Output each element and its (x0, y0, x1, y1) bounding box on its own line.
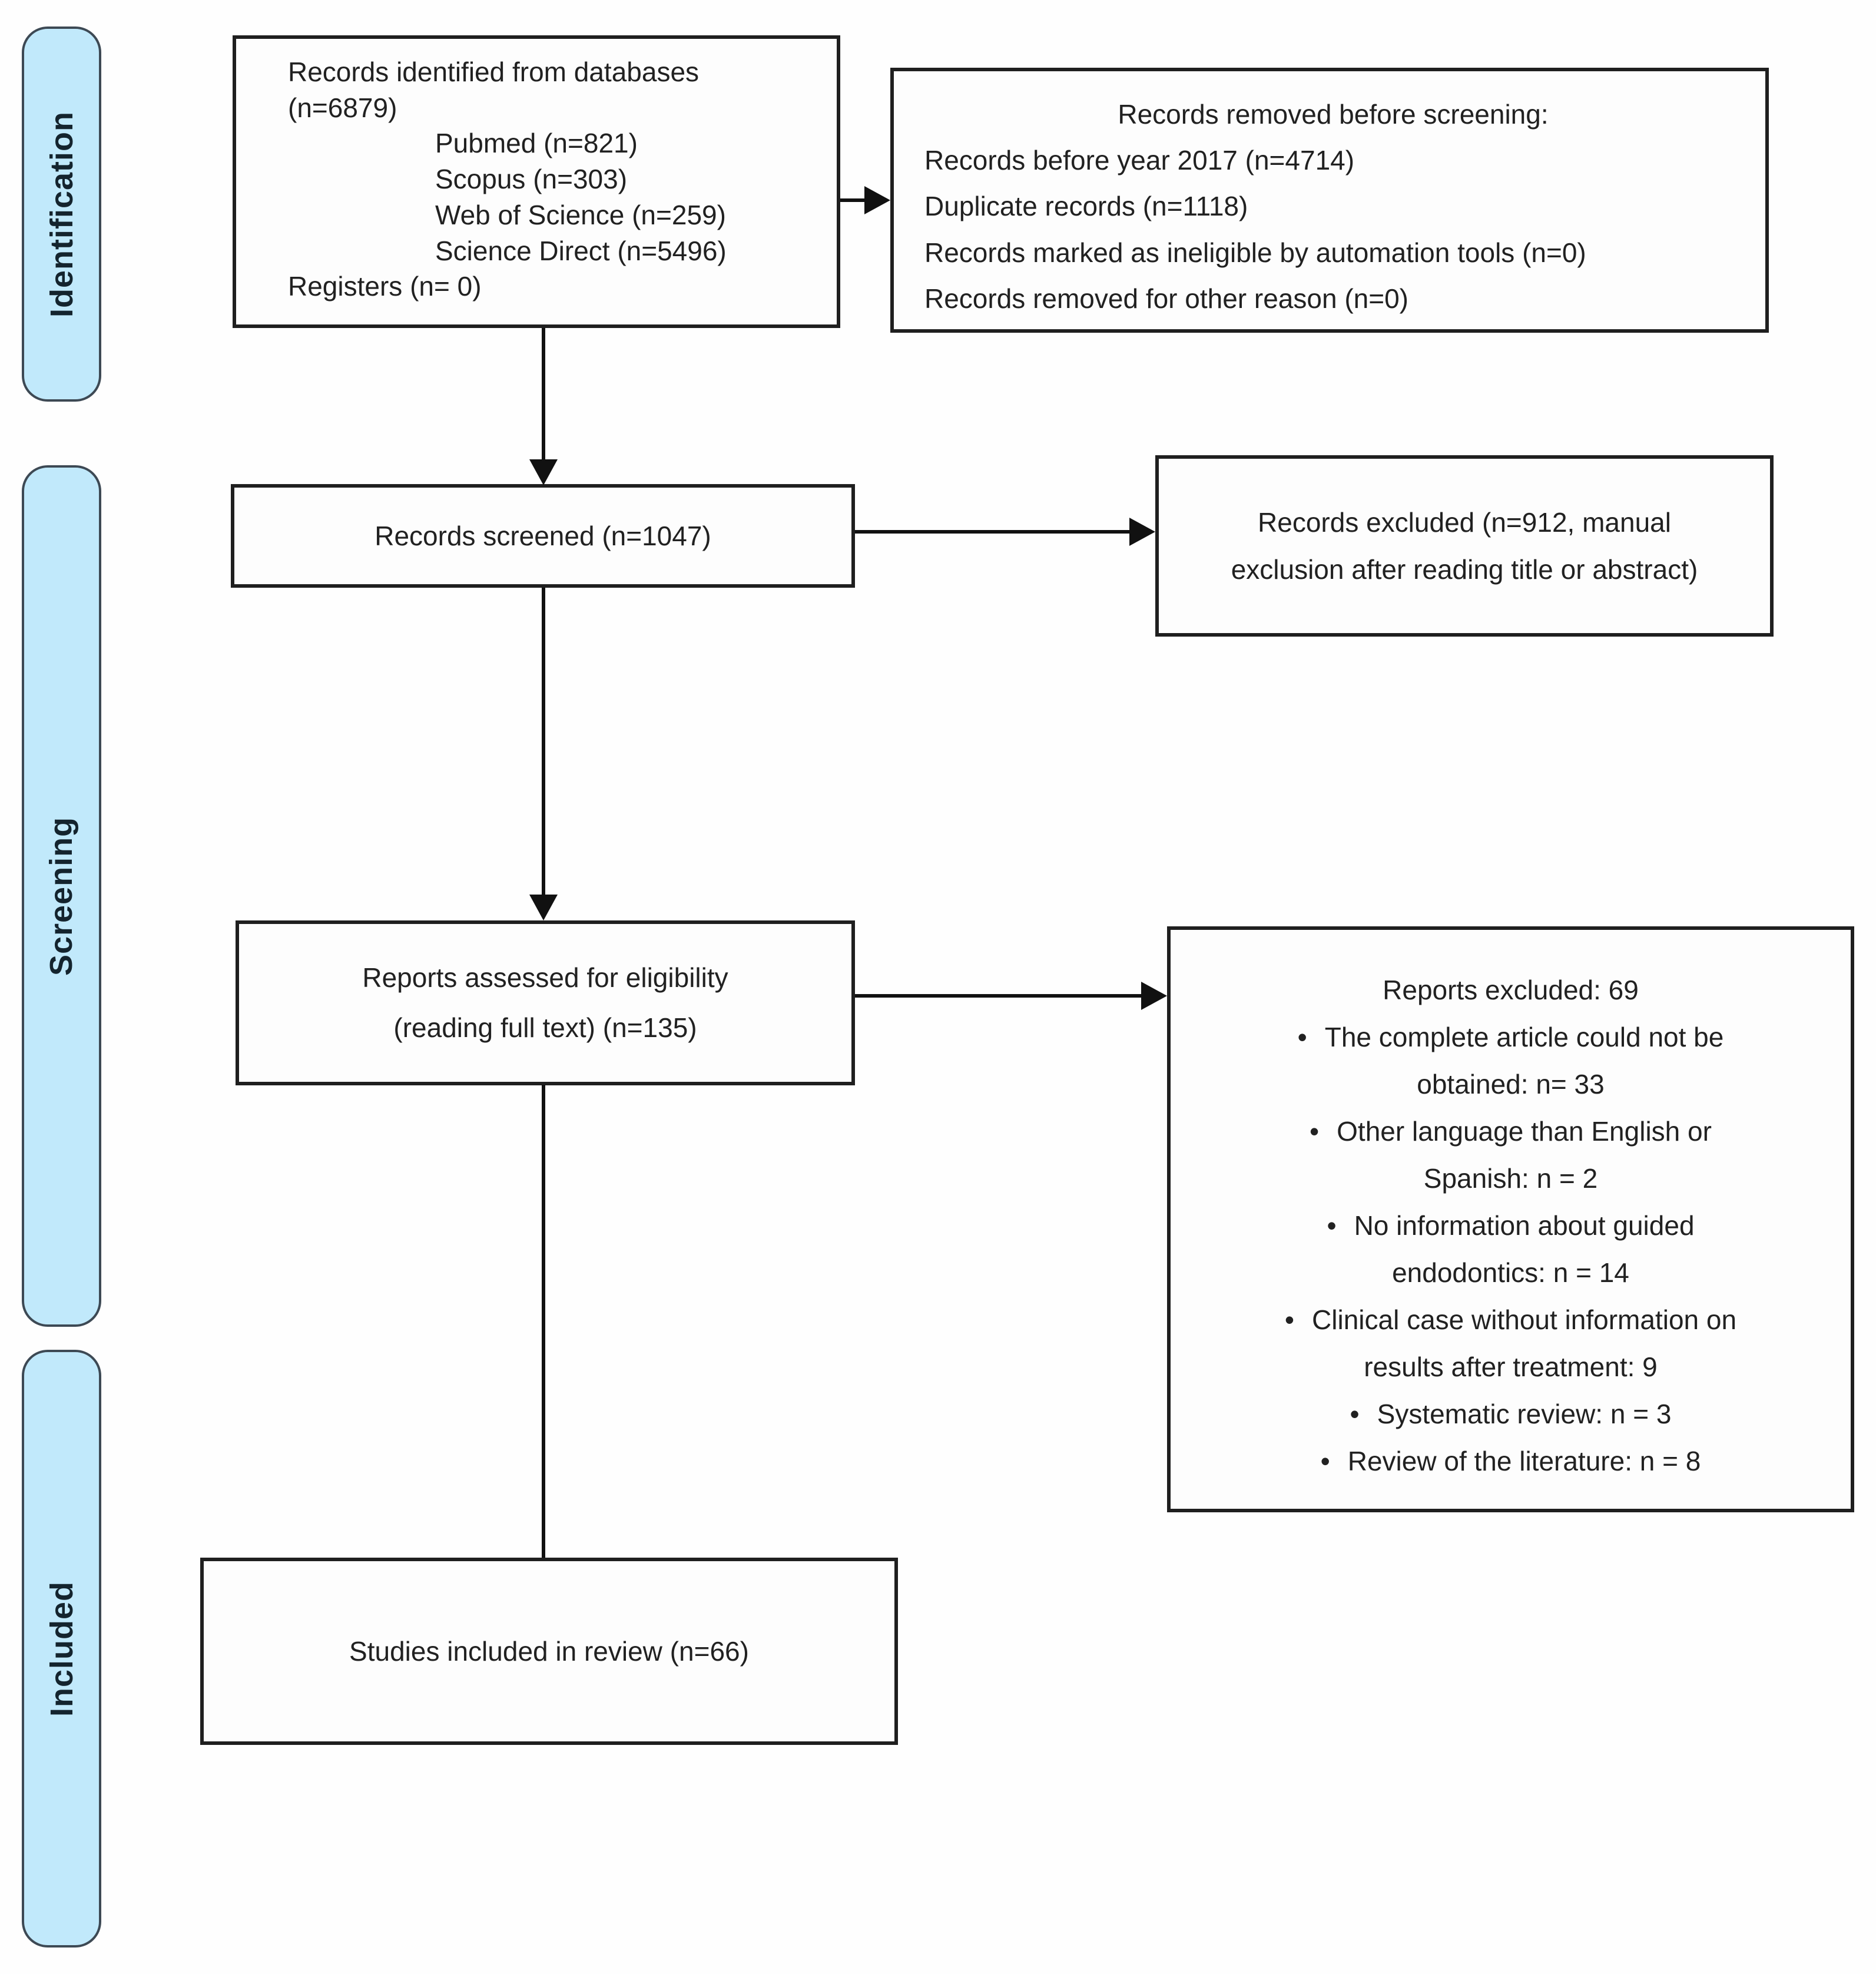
reports-assessed-line2: (reading full text) (n=135) (393, 1012, 697, 1043)
records-removed-title: Records removed before screening: (1118, 99, 1549, 130)
arrow-identified-to-removed-head (864, 186, 890, 214)
arrow-screened-to-excluded-line (855, 530, 1132, 534)
excluded-reason-no-guided-endodontics-info: No information about guided endodontics:… (1264, 1202, 1758, 1296)
arrow-identified-to-removed-line (840, 198, 870, 202)
box-reports-excluded: Reports excluded: 69 The complete articl… (1167, 926, 1854, 1512)
studies-included-text: Studies included in review (n=66) (349, 1635, 749, 1667)
database-count-scopus: Scopus (n=303) (435, 164, 628, 195)
removed-reason-other: Records removed for other reason (n=0) (924, 283, 1409, 314)
removed-reason-before-2017: Records before year 2017 (n=4714) (924, 145, 1355, 176)
box-records-removed: Records removed before screening: Record… (890, 68, 1769, 333)
arrow-screened-to-excluded-head (1129, 518, 1155, 546)
excluded-reason-other-language: Other language than English or Spanish: … (1264, 1108, 1758, 1202)
excluded-reason-systematic-review: Systematic review: n = 3 (1264, 1390, 1758, 1438)
connector-assessed-to-included-line (542, 1085, 545, 1558)
stage-label-screening: Screening (44, 816, 79, 976)
records-identified-line1: Records identified from databases (288, 57, 700, 87)
stage-band-included: Included (22, 1350, 101, 1947)
database-count-pubmed: Pubmed (n=821) (435, 128, 638, 159)
records-screened-text: Records screened (n=1047) (374, 520, 711, 551)
database-count-science-direct: Science Direct (n=5496) (435, 235, 727, 266)
box-records-excluded: Records excluded (n=912, manual exclusio… (1155, 455, 1774, 637)
database-count-web-of-science: Web of Science (n=259) (435, 199, 726, 230)
arrow-assessed-to-excluded-head (1141, 982, 1167, 1010)
excluded-reason-article-not-obtained: The complete article could not be obtain… (1264, 1014, 1758, 1108)
removed-reason-duplicates: Duplicate records (n=1118) (924, 191, 1248, 222)
reports-assessed-line1: Reports assessed for eligibility (362, 962, 728, 993)
box-records-identified: Records identified from databases (n=687… (233, 35, 840, 328)
arrow-assessed-to-excluded-line (855, 994, 1144, 998)
box-studies-included: Studies included in review (n=66) (200, 1558, 898, 1745)
stage-band-identification: Identification (22, 27, 101, 402)
registers-count: Registers (n= 0) (288, 271, 482, 302)
arrow-screened-to-assessed-line (542, 588, 545, 896)
stage-label-included: Included (44, 1581, 79, 1717)
stage-label-identification: Identification (44, 111, 79, 317)
box-reports-assessed: Reports assessed for eligibility (readin… (236, 920, 855, 1085)
records-identified-line2: (n=6879) (288, 92, 397, 123)
excluded-reason-clinical-case-no-results: Clinical case without information on res… (1264, 1296, 1758, 1390)
excluded-reason-literature-review: Review of the literature: n = 8 (1264, 1438, 1758, 1485)
stage-band-screening: Screening (22, 465, 101, 1327)
removed-reason-automation: Records marked as ineligible by automati… (924, 237, 1586, 268)
reports-excluded-list: The complete article could not be obtain… (1264, 1014, 1758, 1485)
arrow-screened-to-assessed-head (529, 895, 558, 920)
reports-excluded-title: Reports excluded: 69 (1383, 975, 1639, 1005)
arrow-identified-to-screened-head (529, 459, 558, 485)
box-records-screened: Records screened (n=1047) (231, 484, 855, 588)
records-excluded-text: Records excluded (n=912, manual exclusio… (1231, 506, 1698, 585)
arrow-identified-to-screened-line (542, 328, 545, 461)
